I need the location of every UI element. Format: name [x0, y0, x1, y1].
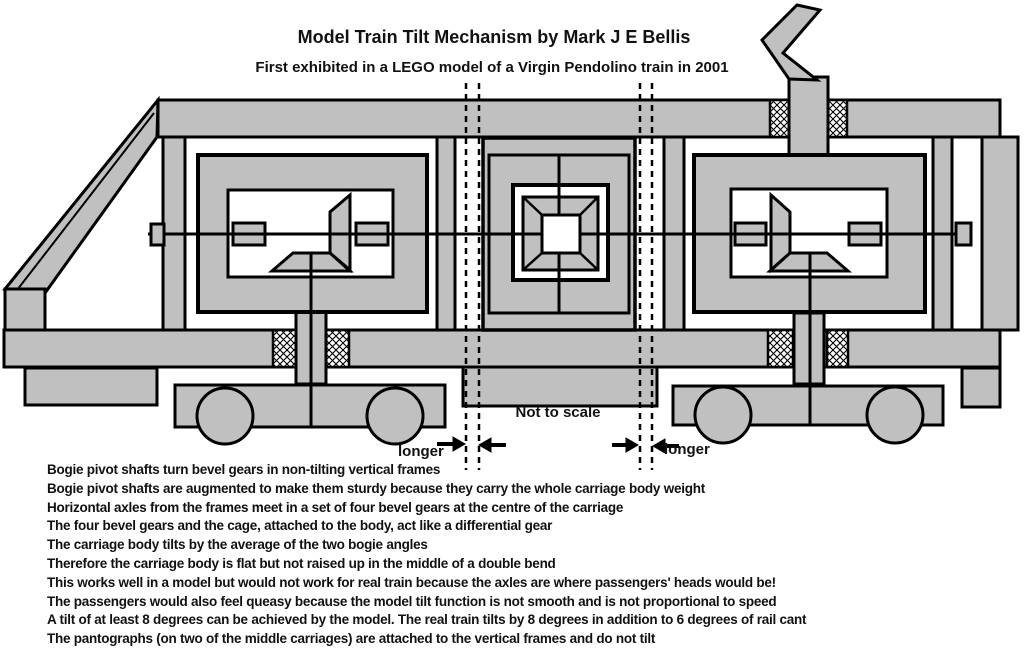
cage-diagonal: [579, 196, 599, 216]
wheel: [365, 386, 425, 446]
wheel: [693, 385, 753, 445]
arrow-head-right: [625, 437, 639, 453]
cage-diagonal: [522, 252, 543, 271]
arrow-head-right: [452, 436, 466, 452]
note-line: Bogie pivot shafts are augmented to make…: [47, 480, 705, 496]
pantograph-arm: [760, 3, 823, 82]
axle-end-left: [149, 222, 166, 247]
right-end-wall: [980, 135, 1020, 332]
axle-end-right: [954, 221, 973, 247]
note-line: The passengers would also feel queasy be…: [47, 593, 777, 609]
note-line: The carriage body tilts by the average o…: [47, 537, 428, 553]
note-line: A tilt of at least 8 degrees can be achi…: [47, 612, 807, 628]
note-line: This works well in a model but would not…: [47, 574, 776, 590]
arrow-head-left: [478, 437, 492, 453]
bearing-hatch: [825, 328, 850, 369]
dimension-arrows: [437, 436, 679, 454]
bearing-hatch: [324, 328, 351, 369]
cage-centre-square: [540, 213, 582, 255]
wheel: [865, 385, 925, 445]
horizontal-axle: [148, 221, 973, 247]
page-subtitle: First exhibited in a LEGO model of a Vir…: [255, 59, 729, 76]
not-to-scale-label: Not to scale: [515, 404, 601, 421]
alignment-dashed-lines: [464, 83, 654, 470]
note-line: Therefore the carriage body is flat but …: [47, 555, 556, 571]
arrow-head-left: [652, 438, 666, 454]
pantograph-post: [787, 75, 830, 159]
right-step-block: [960, 366, 1002, 409]
note-line: The four bevel gears and the cage, attac…: [47, 518, 553, 534]
note-line: Bogie pivot shafts turn bevel gears in n…: [47, 462, 441, 477]
nose-slope-edge: [13, 112, 155, 295]
wheel: [195, 386, 255, 446]
longer-label-right: longer: [664, 441, 710, 458]
bearing-hatch: [766, 328, 795, 369]
train-carriage-drawing: [2, 3, 1020, 470]
bearing-hatch: [768, 98, 791, 139]
nose-slope-beam: [2, 95, 160, 295]
bearing-hatch: [826, 98, 849, 139]
pantograph: [760, 3, 830, 159]
longer-label-left: longer: [398, 443, 444, 460]
left-step-block: [23, 366, 159, 407]
nose-front: [2, 95, 160, 332]
note-line: The pantographs (on two of the middle ca…: [47, 631, 656, 647]
cage-diagonal: [579, 252, 599, 271]
cage-diagonal: [522, 196, 543, 216]
central-underbody-plate: [461, 365, 659, 408]
note-line: Horizontal axles from the frames meet in…: [47, 499, 624, 515]
notes-list: Bogie pivot shafts turn bevel gears in n…: [47, 461, 1022, 649]
right-bogie: [671, 384, 945, 445]
nose-end-post: [3, 287, 47, 332]
chassis-beam: [2, 328, 1002, 369]
bearing-hatch: [271, 328, 298, 369]
page-title: Model Train Tilt Mechanism by Mark J E B…: [297, 27, 691, 47]
roof-beam: [156, 98, 1002, 139]
